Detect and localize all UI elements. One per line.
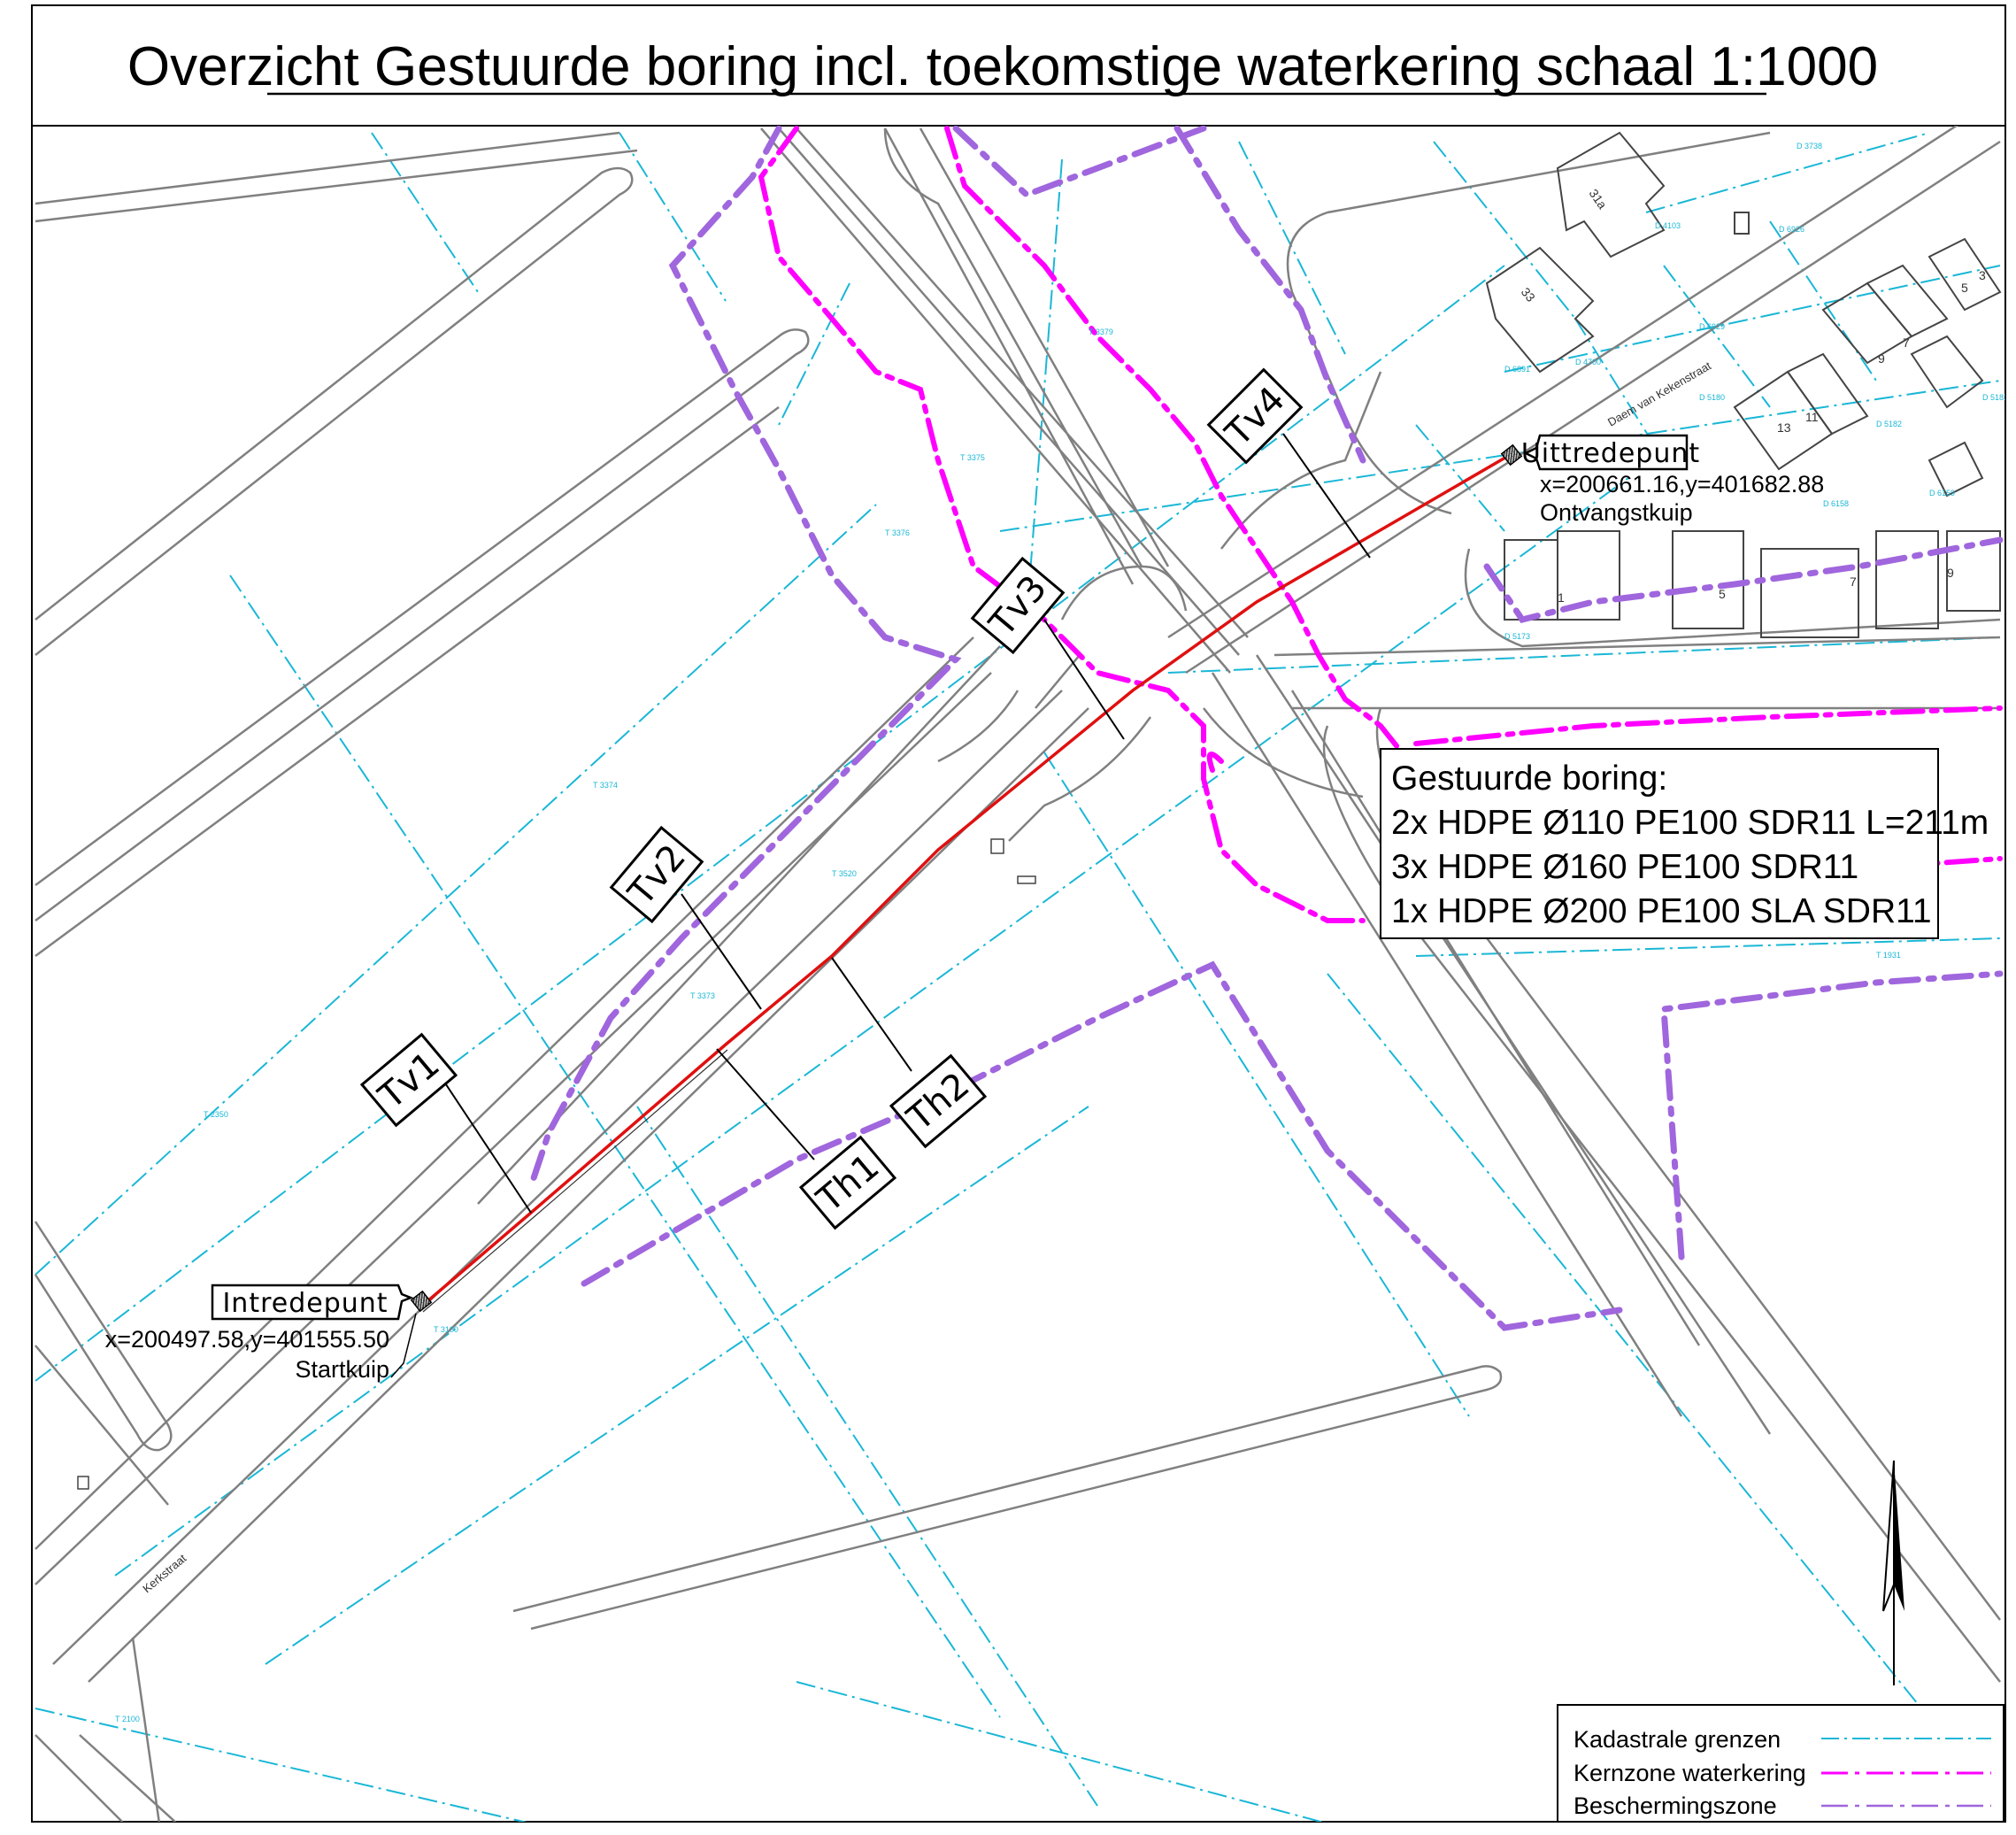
parcel-number: T 1931 xyxy=(1876,951,1901,960)
cadastral-boundaries xyxy=(35,132,2001,1822)
house-number: 11 xyxy=(1805,410,1819,424)
leader-line xyxy=(1282,433,1371,559)
exit-point-label: Uittredepunt xyxy=(1521,438,1700,469)
legend-label-protection-zone: Beschermingszone xyxy=(1574,1793,1777,1819)
parcel-number: D 6159 xyxy=(1929,489,1955,497)
drawing-border xyxy=(31,4,2006,1823)
house-number: 13 xyxy=(1777,420,1791,435)
parcel-numbers: T 3376 T 3374 T 3373 T 2350 T 3100 T 210… xyxy=(115,142,2008,1723)
leader-line xyxy=(681,893,762,1010)
parcel-number: D 6158 xyxy=(1823,499,1849,508)
house-number: 7 xyxy=(1903,335,1910,350)
parcel-number: T 3374 xyxy=(593,781,618,790)
parcel-number: T 3376 xyxy=(885,528,910,537)
house-number: 1 xyxy=(1558,590,1565,605)
marker-tv1[interactable]: Tv1 xyxy=(359,1032,532,1214)
info-line: 1x HDPE Ø200 PE100 SLA SDR11 xyxy=(1391,892,1932,930)
leader-line xyxy=(831,957,912,1072)
info-heading: Gestuurde boring: xyxy=(1391,759,1667,798)
marker-box xyxy=(609,825,704,924)
info-line: 2x HDPE Ø110 PE100 SDR11 L=211m xyxy=(1391,804,1989,842)
bore-line-shadow xyxy=(422,1049,728,1313)
buildings xyxy=(1485,131,2002,638)
house-number: 31a xyxy=(1587,187,1611,212)
road-edges xyxy=(34,126,2001,1822)
parcel-number: T 3100 xyxy=(434,1325,458,1334)
start-pit-icon[interactable] xyxy=(410,1290,433,1313)
parcel-number: T 3379 xyxy=(1089,328,1113,336)
bore-info-box: Gestuurde boring: 2x HDPE Ø110 PE100 SDR… xyxy=(1380,748,1989,939)
marker-th1[interactable]: Th1 xyxy=(716,1048,897,1230)
info-line: 3x HDPE Ø160 PE100 SDR11 xyxy=(1391,848,1858,886)
bore-line xyxy=(419,453,1511,1308)
house-number: 3 xyxy=(1979,268,1986,282)
parcel-number: T 3375 xyxy=(960,453,985,462)
manhole-icon xyxy=(77,1476,89,1490)
parcel-number: D 6891 xyxy=(1504,365,1530,374)
legend-label-core-zone: Kernzone waterkering xyxy=(1574,1760,1806,1786)
exit-point-coords: x=200661.16,y=401682.88 xyxy=(1540,471,1824,497)
leader-line xyxy=(390,1313,417,1378)
parcel-number: D 5182 xyxy=(1876,420,1902,428)
parcel-number: D 5180 xyxy=(1699,393,1725,402)
leader-line xyxy=(436,1070,532,1214)
protection-zone xyxy=(527,126,2004,1331)
marker-box xyxy=(359,1032,458,1128)
parcel-number: D 4700 xyxy=(1575,358,1601,366)
parcel-number: D 5183 xyxy=(1982,393,2008,402)
marker-th2[interactable]: Th2 xyxy=(831,957,988,1149)
marker-box xyxy=(889,1053,988,1149)
info-box-frame xyxy=(1380,748,1939,939)
entry-point-label: Intredepunt xyxy=(222,1288,388,1319)
marker-box xyxy=(970,556,1066,655)
parcel-number: T 3520 xyxy=(832,869,857,878)
legend: Kadastrale grenzen Kernzone waterkering … xyxy=(1557,1704,2004,1822)
house-number: 9 xyxy=(1878,351,1885,366)
entry-point-coords: x=200497.58,y=401555.50 xyxy=(105,1326,389,1353)
marker-tv4[interactable]: Tv4 xyxy=(1206,367,1371,559)
parcel-number: D 5173 xyxy=(1504,632,1530,641)
leader-line xyxy=(716,1048,815,1160)
north-arrow-icon xyxy=(1882,1460,1904,1685)
parcel-number: D 4103 xyxy=(1655,221,1681,230)
house-number: 5 xyxy=(1719,587,1726,601)
entry-point-flag xyxy=(211,1284,414,1321)
house-number: 9 xyxy=(1947,566,1954,580)
map-content: T 3376 T 3374 T 3373 T 2350 T 3100 T 210… xyxy=(34,126,2008,1822)
legend-frame xyxy=(1557,1704,2004,1822)
parcel-number: D 6926 xyxy=(1779,225,1804,234)
house-number: 7 xyxy=(1850,574,1857,589)
leader-line xyxy=(1043,619,1125,740)
map-title: Overzicht Gestuurde boring incl. toekoms… xyxy=(127,36,1878,97)
house-number: 33 xyxy=(1519,285,1538,305)
manhole-icon xyxy=(1017,875,1036,884)
exit-point-callout[interactable]: Uittredepunt x=200661.16,y=401682.88 Ont… xyxy=(1521,434,1824,526)
marker-box xyxy=(1206,367,1304,465)
house-number: 5 xyxy=(1961,281,1968,295)
exit-point-pit: Ontvangstkuip xyxy=(1540,499,1693,526)
entry-point-pit: Startkuip xyxy=(295,1356,389,1383)
parcel-number: D 6929 xyxy=(1699,322,1725,331)
parcel-number: D 3738 xyxy=(1797,142,1822,150)
parcel-number: T 3373 xyxy=(690,991,715,1000)
parcel-number: T 2100 xyxy=(115,1715,140,1723)
parcel-number: T 2350 xyxy=(204,1110,228,1119)
legend-label-cadastral: Kadastrale grenzen xyxy=(1574,1726,1781,1753)
street-name: Daem van Kekenstraat xyxy=(1605,359,1713,428)
manhole-icon xyxy=(990,838,1004,854)
exit-point-flag xyxy=(1523,434,1689,471)
entry-point-callout[interactable]: Intredepunt x=200497.58,y=401555.50 Star… xyxy=(105,1284,417,1383)
marker-box xyxy=(798,1135,897,1230)
receiving-pit-icon[interactable] xyxy=(1500,443,1523,466)
